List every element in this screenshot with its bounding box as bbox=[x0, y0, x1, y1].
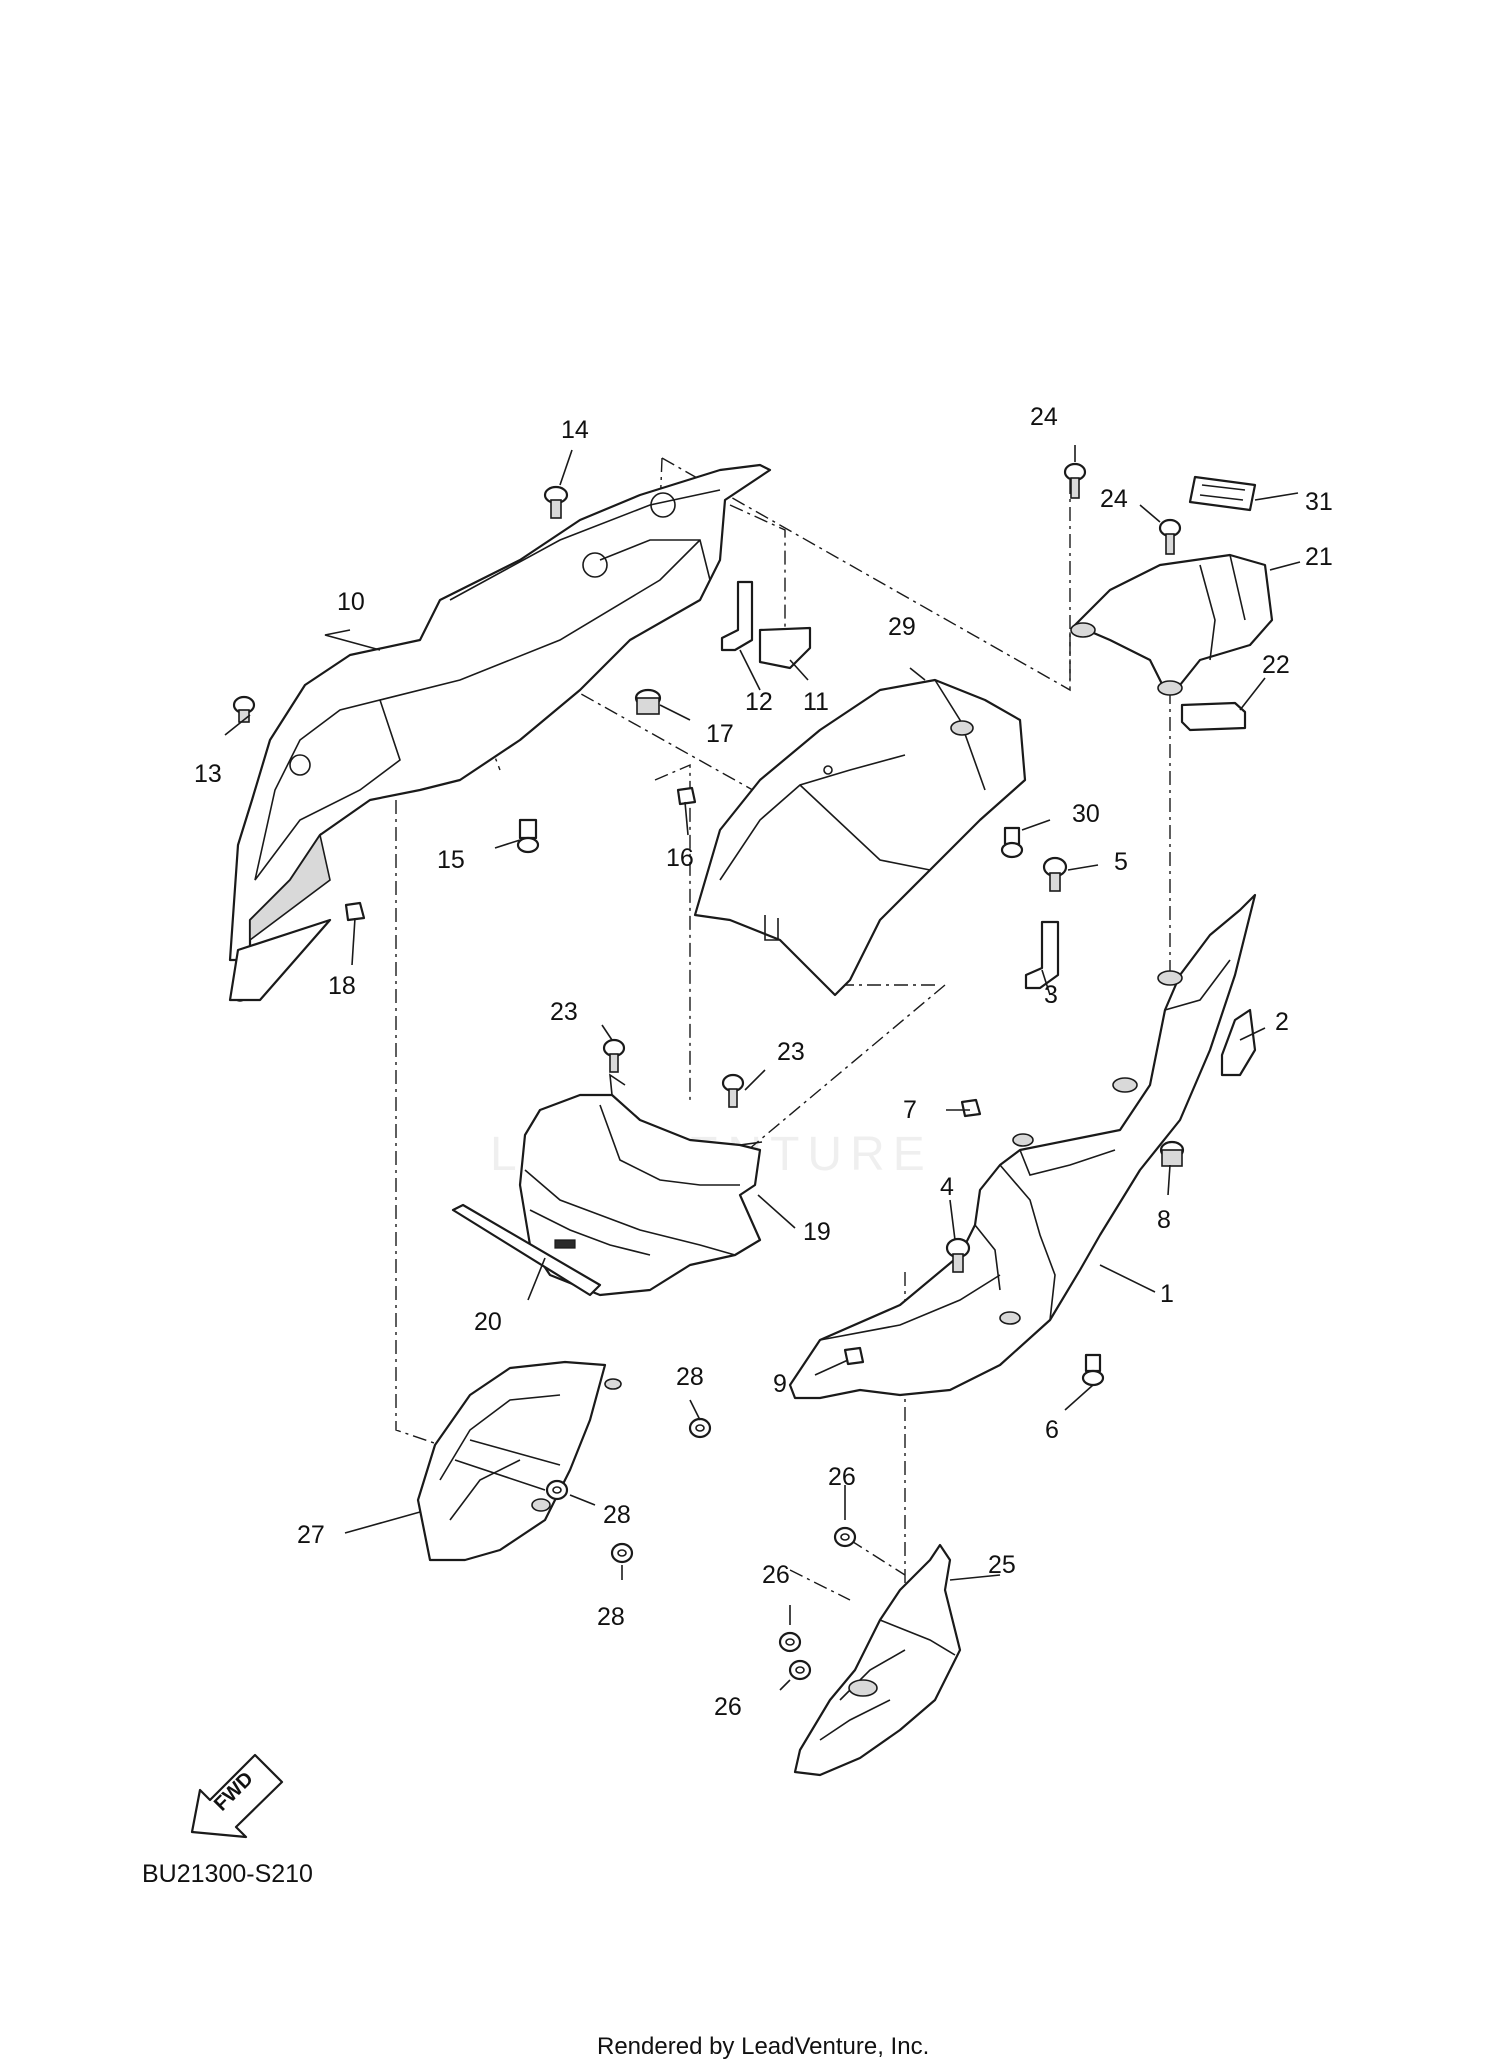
clip-18 bbox=[344, 901, 366, 922]
side-cover-panel-10 bbox=[228, 463, 772, 1002]
bolt-4 bbox=[945, 1237, 971, 1273]
callout-15: 15 bbox=[437, 846, 465, 874]
label-sticker-31 bbox=[1188, 475, 1257, 512]
bolt-5 bbox=[1042, 856, 1068, 892]
callout-17: 17 bbox=[706, 720, 734, 748]
callout-21: 21 bbox=[1305, 543, 1333, 571]
lower-panel-19 bbox=[518, 1073, 763, 1297]
pad-3 bbox=[1024, 920, 1060, 990]
grommet-17 bbox=[634, 688, 662, 715]
screw-13 bbox=[232, 695, 256, 723]
callout-28a: 28 bbox=[676, 1363, 704, 1391]
callout-30: 30 bbox=[1072, 800, 1100, 828]
strip-20 bbox=[451, 1203, 602, 1297]
bolt-30 bbox=[1000, 826, 1024, 859]
callout-26b: 26 bbox=[762, 1561, 790, 1589]
lower-cover-27 bbox=[416, 1360, 622, 1562]
pad-11 bbox=[758, 626, 812, 670]
leader-lines bbox=[224, 445, 1301, 1691]
callout-24b: 24 bbox=[1100, 485, 1128, 513]
screw-24-a bbox=[1063, 462, 1087, 499]
callout-23a: 23 bbox=[550, 998, 578, 1026]
callout-8: 8 bbox=[1157, 1206, 1171, 1234]
callout-18: 18 bbox=[328, 972, 356, 1000]
callout-26c: 26 bbox=[714, 1693, 742, 1721]
callout-25: 25 bbox=[988, 1551, 1016, 1579]
callout-28c: 28 bbox=[597, 1603, 625, 1631]
washer-28-a bbox=[688, 1417, 712, 1439]
bolt-14 bbox=[543, 485, 569, 519]
side-cover-1 bbox=[788, 893, 1257, 1400]
diagram-code: BU21300-S210 bbox=[142, 1860, 313, 1888]
callout-9: 9 bbox=[773, 1370, 787, 1398]
clip-9 bbox=[843, 1346, 865, 1366]
callout-5: 5 bbox=[1114, 848, 1128, 876]
callout-29: 29 bbox=[888, 613, 916, 641]
callout-4: 4 bbox=[940, 1173, 954, 1201]
callout-2: 2 bbox=[1275, 1008, 1289, 1036]
callout-19: 19 bbox=[803, 1218, 831, 1246]
callout-20: 20 bbox=[474, 1308, 502, 1336]
callout-7: 7 bbox=[903, 1096, 917, 1124]
fasteners bbox=[232, 462, 1185, 1681]
clip-7 bbox=[960, 1098, 982, 1118]
lower-cover-25 bbox=[793, 1543, 962, 1777]
pad-22 bbox=[1180, 701, 1247, 732]
nut-15 bbox=[516, 818, 540, 854]
pad-2 bbox=[1220, 1008, 1257, 1077]
callout-13: 13 bbox=[194, 760, 222, 788]
callout-10: 10 bbox=[337, 588, 365, 616]
callout-28b: 28 bbox=[603, 1501, 631, 1529]
washer-26-c bbox=[788, 1659, 812, 1681]
forward-arrow-icon: FWD bbox=[190, 1753, 284, 1839]
footer-credit: Rendered by LeadVenture, Inc. bbox=[597, 2033, 929, 2060]
callout-6: 6 bbox=[1045, 1416, 1059, 1444]
bolt-6 bbox=[1081, 1353, 1105, 1387]
callout-11: 11 bbox=[803, 688, 829, 716]
screw-23-b bbox=[721, 1073, 745, 1108]
tail-cover-21 bbox=[1070, 553, 1274, 696]
washer-28-c bbox=[610, 1542, 634, 1564]
callout-22: 22 bbox=[1262, 651, 1290, 679]
callout-14: 14 bbox=[561, 416, 589, 444]
callout-23b: 23 bbox=[777, 1038, 805, 1066]
screw-24-b bbox=[1158, 518, 1182, 555]
callout-16: 16 bbox=[666, 844, 694, 872]
callout-3: 3 bbox=[1044, 981, 1058, 1009]
washer-28-b bbox=[545, 1479, 569, 1501]
pad-12 bbox=[720, 580, 754, 652]
callout-24a: 24 bbox=[1030, 403, 1058, 431]
washer-26-b bbox=[778, 1631, 802, 1653]
center-panel-29 bbox=[693, 678, 1027, 997]
clip-16 bbox=[676, 786, 697, 806]
callout-1: 1 bbox=[1160, 1280, 1174, 1308]
callout-labels: 1 2 3 4 5 6 7 8 9 10 11 12 13 14 15 16 1… bbox=[194, 403, 1333, 1721]
grommet-8 bbox=[1159, 1140, 1185, 1167]
washer-26-a bbox=[833, 1526, 857, 1548]
screw-23-a bbox=[602, 1038, 626, 1073]
callout-31: 31 bbox=[1305, 488, 1333, 516]
callout-27: 27 bbox=[297, 1521, 325, 1549]
callout-26a: 26 bbox=[828, 1463, 856, 1491]
callout-12: 12 bbox=[745, 688, 773, 716]
